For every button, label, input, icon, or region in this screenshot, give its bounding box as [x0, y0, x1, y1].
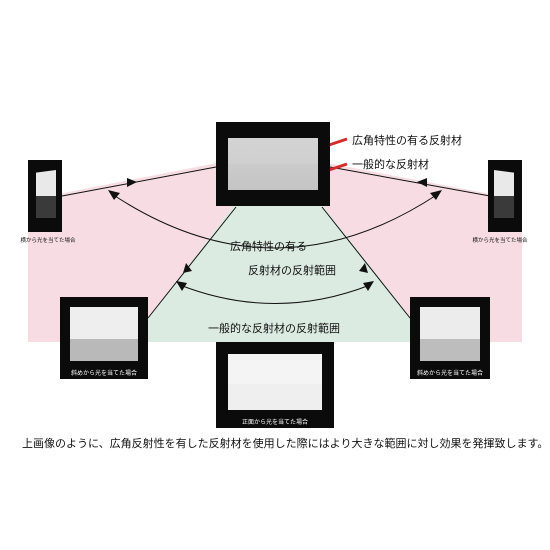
- ray-arrowhead: [417, 178, 427, 187]
- caption-oblique-left: 斜めから光を当てた場合: [70, 370, 137, 377]
- front-ordinary-panel: [228, 384, 322, 410]
- arc-arrowhead: [363, 281, 374, 291]
- oblique-right-wide-panel: [420, 307, 480, 339]
- label-wide-range-line2: 反射材の反射範囲: [248, 264, 336, 277]
- arc-arrowhead: [108, 190, 120, 200]
- ordinary-range-area: [130, 200, 430, 342]
- ray-arrowhead: [183, 263, 192, 273]
- caption-side-left: 横から光を当てた場合: [20, 238, 76, 244]
- ray-oblique-right: [321, 206, 411, 319]
- ordinary-reflector-panel: [228, 164, 318, 190]
- front-photo: 正面から光を当てた場合: [216, 342, 334, 428]
- side-left-ordinary-panel: [36, 196, 56, 218]
- label-wide-range-line1: 広角特性の有る: [230, 240, 307, 253]
- caption-oblique-right: 斜めから光を当てた場合: [416, 370, 483, 377]
- oblique-left-ordinary-panel: [70, 339, 138, 361]
- oblique-right-photo: 斜めから光を当てた場合: [410, 297, 490, 379]
- ray-oblique-left: [147, 206, 237, 319]
- front-wide-panel: [228, 354, 322, 384]
- description-text: 上画像のように、広角反射性を有した反射材を使用した際にはより大きな範囲に対し効果…: [22, 437, 549, 450]
- side-left-wide-panel: [36, 170, 56, 196]
- ray-arrowhead: [359, 263, 368, 273]
- oblique-right-ordinary-panel: [420, 339, 480, 361]
- ray-side-right: [329, 166, 491, 197]
- side-right-wide-panel: [494, 170, 514, 196]
- oblique-left-wide-panel: [70, 307, 138, 339]
- label-wide-angle-reflector: 広角特性の有る反射材: [352, 134, 462, 147]
- label-ordinary-range: 一般的な反射材の反射範囲: [208, 322, 340, 335]
- caption-side-right: 横から光を当てた場合: [472, 238, 528, 244]
- ordinary-range-arc: [179, 284, 371, 304]
- arc-arrowhead: [176, 281, 187, 291]
- label-ordinary-reflector: 一般的な反射材: [352, 158, 429, 171]
- ray-side-left: [61, 166, 217, 197]
- side-left-photo: [28, 160, 62, 232]
- reflector-sample-photo: [216, 122, 330, 206]
- arc-arrowhead: [430, 190, 442, 200]
- wide-range-arc: [111, 193, 439, 249]
- caption-front: 正面から光を当てた場合: [241, 419, 308, 426]
- ray-arrowhead: [127, 178, 137, 187]
- side-right-ordinary-panel: [494, 196, 514, 218]
- wide-angle-reflector-panel: [228, 138, 318, 164]
- oblique-left-photo: 斜めから光を当てた場合: [60, 297, 148, 379]
- side-right-photo: [488, 160, 522, 232]
